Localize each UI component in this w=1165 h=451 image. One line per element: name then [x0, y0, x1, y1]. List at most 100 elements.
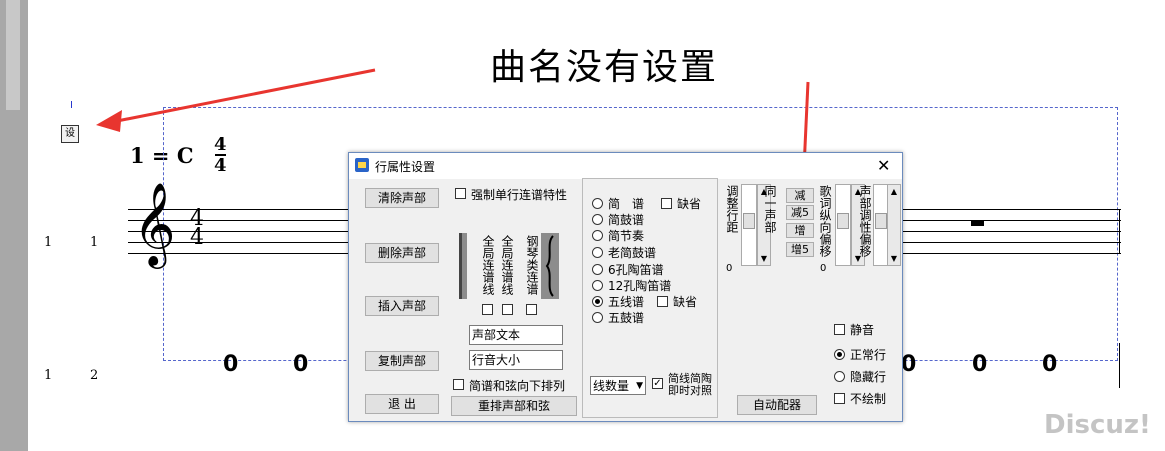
- chevron-down-icon: ▼: [636, 381, 643, 391]
- notation-label: 五线谱: [608, 295, 645, 309]
- rearrange-chords-button[interactable]: 重排声部和弦: [451, 396, 577, 416]
- decrease-5-button[interactable]: 减5: [786, 205, 814, 220]
- spacing-slider[interactable]: [741, 184, 757, 266]
- spacing-spinner[interactable]: ▲ ▼: [757, 184, 771, 266]
- default-checkbox[interactable]: [657, 296, 668, 307]
- staff-sig-top: 4: [190, 206, 204, 231]
- up-arrow-icon[interactable]: ▲: [890, 187, 898, 196]
- notation-label: 6孔陶笛谱: [608, 263, 664, 277]
- notation-radio[interactable]: [592, 280, 603, 291]
- down-arrow-icon[interactable]: ▼: [760, 254, 768, 263]
- jianpu-note: 0: [972, 352, 988, 377]
- global-tie-checkbox[interactable]: [482, 304, 493, 315]
- close-icon[interactable]: ✕: [877, 156, 891, 175]
- piano-tie-label: 钢琴类连谱: [525, 235, 539, 295]
- dialog-title: 行属性设置: [375, 160, 436, 174]
- global-tie-label: 全局连谱线: [500, 235, 514, 295]
- force-tie-checkbox[interactable]: [455, 188, 466, 199]
- notation-label: 简节奏: [608, 229, 645, 243]
- line-size-field[interactable]: 行音大小: [469, 350, 563, 370]
- chord-arrange-checkbox[interactable]: [453, 379, 464, 390]
- notation-label: 五鼓谱: [608, 311, 645, 325]
- voice-transpose-label: 声部调性偏移: [858, 185, 872, 257]
- down-arrow-icon[interactable]: ▼: [890, 254, 898, 263]
- notation-label: 老简鼓谱: [608, 246, 657, 260]
- arrow-to-settings: [111, 68, 376, 124]
- row-sub-number: 1: [90, 235, 99, 250]
- jianpu-note: 0: [223, 352, 239, 377]
- insertion-cursor: I: [70, 100, 73, 111]
- lyrics-offset-value: 0: [820, 263, 827, 274]
- score-title: 曲名没有设置: [490, 47, 719, 88]
- voice-transpose-spinner[interactable]: ▲ ▼: [887, 184, 901, 266]
- no-draw-checkbox[interactable]: [834, 393, 845, 404]
- notation-label: 12孔陶笛谱: [608, 279, 672, 293]
- delete-voice-button[interactable]: 删除声部: [365, 243, 439, 263]
- line-count-value: 线数量: [593, 379, 630, 393]
- insert-voice-button[interactable]: 插入声部: [365, 296, 439, 316]
- lyrics-offset-slider[interactable]: [835, 184, 851, 266]
- row-settings-button[interactable]: 设: [61, 125, 79, 143]
- watermark-logo: Discuz!: [1044, 410, 1151, 440]
- bar-line: [1119, 209, 1120, 254]
- normal-row-radio[interactable]: [834, 349, 845, 360]
- tempo-key: 1 = C: [130, 143, 194, 168]
- whole-rest: [971, 220, 984, 226]
- scrollbar-thumb[interactable]: [6, 0, 20, 110]
- notation-radio[interactable]: [592, 230, 603, 241]
- global-tie-label: 全局连谱线: [481, 235, 495, 295]
- notation-radio[interactable]: [592, 264, 603, 275]
- normal-row-label: 正常行: [850, 348, 887, 362]
- default-label: 缺省: [673, 295, 698, 309]
- hidden-row-radio[interactable]: [834, 371, 845, 382]
- bar-line: [1119, 343, 1120, 388]
- no-draw-label: 不绘制: [850, 392, 887, 406]
- vertical-scrollbar[interactable]: [0, 0, 28, 451]
- line-count-select[interactable]: 线数量 ▼: [590, 376, 646, 395]
- slider-thumb[interactable]: [875, 213, 887, 229]
- app-icon: [355, 158, 369, 172]
- bracket-icon: [459, 233, 467, 299]
- row-sub-number: 2: [90, 368, 99, 383]
- clear-voice-button[interactable]: 清除声部: [365, 188, 439, 208]
- slider-thumb[interactable]: [743, 213, 755, 229]
- treble-clef: 𝄞: [133, 181, 176, 265]
- up-arrow-icon[interactable]: ▲: [760, 187, 768, 196]
- exit-button[interactable]: 退 出: [365, 394, 439, 414]
- notation-radio[interactable]: [592, 198, 603, 209]
- mute-checkbox[interactable]: [834, 324, 845, 335]
- spacing-value: 0: [726, 263, 733, 274]
- decrease-button[interactable]: 减: [786, 188, 814, 203]
- notation-radio[interactable]: [592, 312, 603, 323]
- time-signature: 4 4: [214, 135, 227, 175]
- default-label: 缺省: [677, 197, 702, 211]
- voice-text-field[interactable]: 声部文本: [469, 325, 563, 345]
- increase-5-button[interactable]: 增5: [786, 242, 814, 257]
- jianpu-compare-label: 简线简陶即时对照: [668, 372, 712, 397]
- dialog-titlebar: 行属性设置 ✕: [349, 153, 902, 179]
- lyrics-offset-label: 歌词纵向偏移: [818, 185, 832, 257]
- increase-button[interactable]: 增: [786, 223, 814, 238]
- up-arrow-icon[interactable]: ▲: [854, 187, 862, 196]
- chord-arrange-label: 简谱和弦向下排列: [469, 379, 566, 393]
- notation-radio[interactable]: [592, 214, 603, 225]
- jianpu-note: 0: [901, 352, 917, 377]
- time-signature-top: 4: [214, 134, 227, 155]
- auto-chord-button[interactable]: 自动配器: [737, 395, 817, 415]
- notation-radio[interactable]: [592, 247, 603, 258]
- lyrics-offset-spinner[interactable]: ▲ ▼: [851, 184, 865, 266]
- same-voice-label: 同一声部: [763, 185, 777, 233]
- notation-radio-selected[interactable]: [592, 296, 603, 307]
- hidden-row-label: 隐藏行: [850, 370, 887, 384]
- down-arrow-icon[interactable]: ▼: [854, 254, 862, 263]
- piano-tie-checkbox[interactable]: [526, 304, 537, 315]
- copy-voice-button[interactable]: 复制声部: [365, 351, 439, 371]
- force-tie-label: 强制单行连谱特性: [471, 188, 568, 202]
- slider-thumb[interactable]: [837, 213, 849, 229]
- global-tie-checkbox[interactable]: [502, 304, 513, 315]
- row-number: 1: [44, 368, 53, 383]
- default-checkbox[interactable]: [661, 198, 672, 209]
- notation-group: [582, 178, 718, 418]
- jianpu-compare-checkbox[interactable]: ✓: [652, 378, 663, 389]
- staff-sig-bottom: 4: [190, 225, 204, 250]
